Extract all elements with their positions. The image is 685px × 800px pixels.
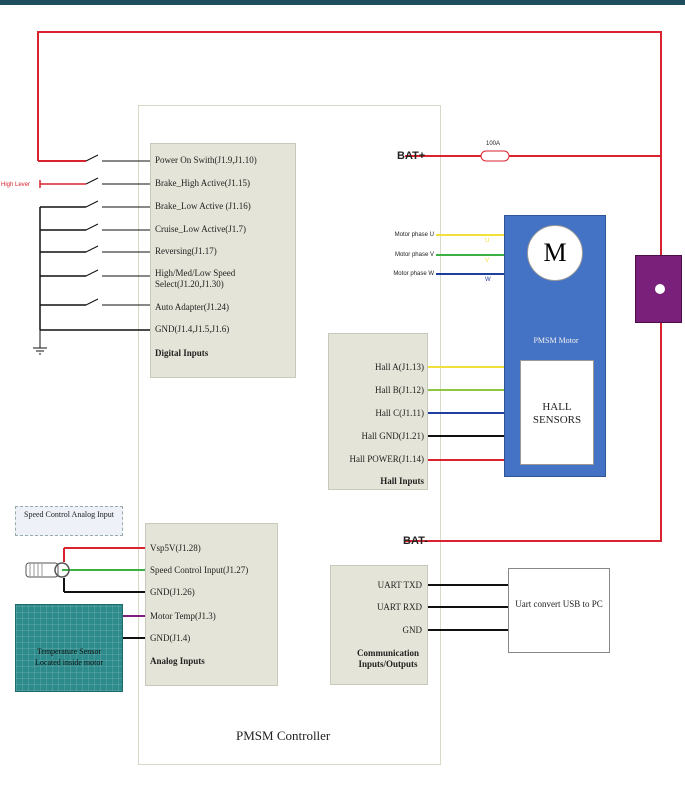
hall-input-2: Hall C(J1.11) xyxy=(375,408,424,418)
speed-control-label: Speed Control Analog Input xyxy=(24,510,114,519)
communication-title: Communication Inputs/Outputs xyxy=(356,648,419,669)
purple-module-circle xyxy=(655,284,665,294)
digital-input-6: Auto Adapter(J1.24) xyxy=(155,302,229,312)
hall-input-3: Hall GND(J1.21) xyxy=(361,431,425,441)
phase-w-label: Motor phase W xyxy=(393,271,434,277)
pmsm-motor-label: PMSM Motor xyxy=(533,336,579,345)
uart-usb-label: Uart convert USB to PC xyxy=(515,599,603,609)
digital-input-1: Brake_High Active(J1.15) xyxy=(155,178,250,188)
comm-item-1: UART RXD xyxy=(376,602,422,612)
hall-inputs-panel xyxy=(328,333,428,490)
analog-input-1: Speed Control Input(J1.27) xyxy=(150,565,249,575)
phase-w-tag: W xyxy=(485,277,491,283)
motor-symbol: M xyxy=(527,225,583,281)
digital-input-0: Power On Swith(J1.9,J1.10) xyxy=(155,155,257,165)
digital-input-5: High/Med/Low Speed Select(J1.20,J1.30) xyxy=(155,268,236,289)
phase-v-tag: V xyxy=(485,258,490,264)
digital-input-2: Brake_Low Active (J1.16) xyxy=(155,201,251,211)
digital-input-3: Cruise_Low Active(J1.7) xyxy=(155,224,246,234)
analog-input-3: Motor Temp(J1.3) xyxy=(150,611,216,621)
fuse-label: 100A xyxy=(486,141,501,147)
digital-input-7: GND(J1.4,J1.5,J1.6) xyxy=(155,324,230,334)
hall-sensors-label: HALL SENSORS xyxy=(532,401,582,426)
hall-input-0: Hall A(J1.13) xyxy=(375,362,424,372)
digital-inputs-title: Digital Inputs xyxy=(155,348,209,358)
uart-usb-box xyxy=(508,568,610,653)
analog-input-0: Vsp5V(J1.28) xyxy=(150,543,201,553)
phase-u-label: Motor phase U xyxy=(394,232,434,238)
analog-inputs-title: Analog Inputs xyxy=(150,656,205,666)
hall-sensors-box xyxy=(520,360,594,465)
bat-minus-label: BAT- xyxy=(403,535,428,547)
analog-input-4: GND(J1.4) xyxy=(150,633,191,643)
comm-item-0: UART TXD xyxy=(377,580,422,590)
bat-plus-wire xyxy=(37,31,662,255)
switch-symbols xyxy=(85,154,150,306)
speed-control-box xyxy=(15,506,123,536)
high-lever-label: High Lever xyxy=(1,182,31,188)
bat-plus-label: BAT+ xyxy=(397,150,426,162)
phase-u-tag: U xyxy=(485,238,490,244)
temperature-sensor-label: Temperature Sensor Located inside motor xyxy=(35,647,103,667)
temperature-sensor-box xyxy=(15,604,123,692)
analog-input-2: GND(J1.26) xyxy=(150,587,195,597)
controller-title: PMSM Controller xyxy=(236,728,331,743)
hall-input-4: Hall POWER(J1.14) xyxy=(349,454,425,464)
hall-inputs-title: Hall Inputs xyxy=(380,476,424,486)
fuse-symbol xyxy=(480,150,510,162)
analog-inputs-panel xyxy=(145,523,278,686)
communication-panel xyxy=(330,565,428,685)
bat-minus-wire xyxy=(405,323,662,542)
digital-inputs-panel xyxy=(150,143,296,378)
phase-v-label: Motor phase V xyxy=(394,252,434,258)
comm-item-2: GND xyxy=(402,625,423,635)
top-bar xyxy=(0,0,685,5)
hall-input-1: Hall B(J1.12) xyxy=(375,385,424,395)
digital-input-4: Reversing(J1.17) xyxy=(155,246,217,256)
